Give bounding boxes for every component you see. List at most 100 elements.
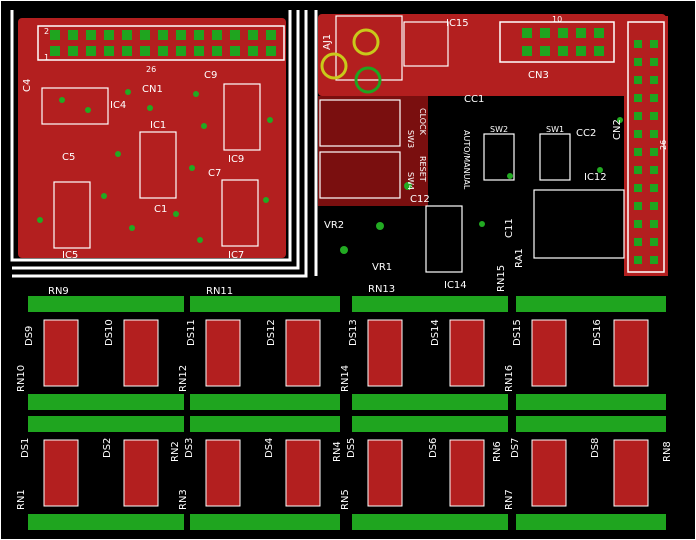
- cn2-pin: [650, 184, 658, 192]
- cn3-pin: [522, 28, 532, 38]
- label-ds4: DS4: [264, 438, 275, 458]
- cn2-pin: [650, 238, 658, 246]
- label-c12: C12: [410, 194, 430, 205]
- sw2-body: [483, 133, 515, 181]
- cn3-pin: [540, 28, 550, 38]
- cn1-pins: [50, 30, 276, 56]
- label-rn12: RN12: [178, 365, 189, 392]
- label-ic1: IC1: [150, 120, 166, 131]
- cn1-pin: [86, 30, 96, 40]
- cn2-pin: [634, 238, 642, 246]
- ds3-body: [205, 439, 241, 507]
- aj1-body: [335, 15, 403, 81]
- cn2-pin: [650, 166, 658, 174]
- outline-trace-3: [12, 10, 308, 278]
- cn2-pin: [634, 148, 642, 156]
- cn1-pin: [248, 30, 258, 40]
- label-c4: C4: [22, 79, 33, 92]
- sw4-body: [319, 99, 401, 147]
- label-vr2: VR2: [324, 220, 344, 231]
- label-cn2: CN2: [612, 119, 623, 140]
- label-ic4: IC4: [110, 100, 126, 111]
- ds8-body: [613, 439, 649, 507]
- cn3-pins: [522, 28, 604, 56]
- aj1-pad-yellow-2: [352, 28, 380, 56]
- label-pin2: 2: [44, 27, 49, 36]
- aj1-pad-yellow: [320, 52, 348, 80]
- cn1-pin: [104, 46, 114, 56]
- ds7-body: [531, 439, 567, 507]
- label-ds3: DS3: [184, 438, 195, 458]
- rn5-row: [352, 514, 508, 530]
- label-ds1: DS1: [20, 438, 31, 458]
- label-ds9: DS9: [24, 326, 35, 346]
- cn1-pin: [176, 30, 186, 40]
- label-rn2: RN2: [170, 441, 181, 462]
- label-pin26-cn1: 26: [146, 65, 156, 74]
- ds15-body: [531, 319, 567, 387]
- cn1-pin: [212, 46, 222, 56]
- cn2-pin: [634, 94, 642, 102]
- cn1-pin: [140, 30, 150, 40]
- cn2-pins: [634, 40, 658, 264]
- via: [201, 123, 207, 129]
- label-rn14: RN14: [340, 365, 351, 392]
- cn2-pin: [634, 202, 642, 210]
- ds5-body: [367, 439, 403, 507]
- rn8-row: [516, 416, 666, 432]
- via: [115, 151, 121, 157]
- cn1-pin: [176, 46, 186, 56]
- label-ds6: DS6: [428, 438, 439, 458]
- rn16-row: [516, 394, 666, 410]
- via: [376, 222, 384, 230]
- cn1-pin: [266, 30, 276, 40]
- label-ds8: DS8: [590, 438, 601, 458]
- copper-area-top-left: [18, 18, 286, 258]
- cn2-pin: [650, 58, 658, 66]
- label-cn1: CN1: [142, 84, 163, 95]
- rn15-row: [516, 296, 666, 312]
- ic1-body: [139, 131, 177, 199]
- rn7-row: [516, 514, 666, 530]
- cn2-pin: [650, 220, 658, 228]
- cn3-pin: [540, 46, 550, 56]
- label-rn9: RN9: [48, 286, 69, 297]
- via: [101, 193, 107, 199]
- connector-cn3: [499, 21, 615, 63]
- rn1-row: [28, 514, 184, 530]
- label-ds15: DS15: [512, 319, 523, 346]
- via: [267, 117, 273, 123]
- outline-trace-2: [12, 10, 300, 270]
- label-rn1: RN1: [16, 489, 27, 510]
- via: [479, 221, 485, 227]
- cn3-pin: [522, 46, 532, 56]
- cn2-pin: [650, 76, 658, 84]
- label-ic9: IC9: [228, 154, 244, 165]
- rn4-row: [190, 416, 340, 432]
- label-rn16: RN16: [504, 365, 515, 392]
- ic7-body: [221, 179, 259, 247]
- cn2-pin: [634, 220, 642, 228]
- ic12-body: [533, 189, 625, 259]
- label-cn3: CN3: [528, 70, 549, 81]
- cn2-pin: [650, 94, 658, 102]
- label-rn8: RN8: [662, 441, 673, 462]
- via: [125, 89, 131, 95]
- cn1-pin: [248, 46, 258, 56]
- rn9-row: [28, 296, 184, 312]
- label-ds7: DS7: [510, 438, 521, 458]
- label-c5: C5: [62, 152, 75, 163]
- cn1-pin: [230, 30, 240, 40]
- cn2-pin: [650, 202, 658, 210]
- cn2-pin: [634, 166, 642, 174]
- cn2-pin: [650, 256, 658, 264]
- cn1-pin: [50, 30, 60, 40]
- cn2-pin: [650, 148, 658, 156]
- ic-group-top: [41, 21, 625, 273]
- ds11-body: [205, 319, 241, 387]
- via: [59, 97, 65, 103]
- via: [263, 197, 269, 203]
- cn1-pin: [158, 30, 168, 40]
- label-c1: C1: [154, 204, 167, 215]
- via: [404, 182, 412, 190]
